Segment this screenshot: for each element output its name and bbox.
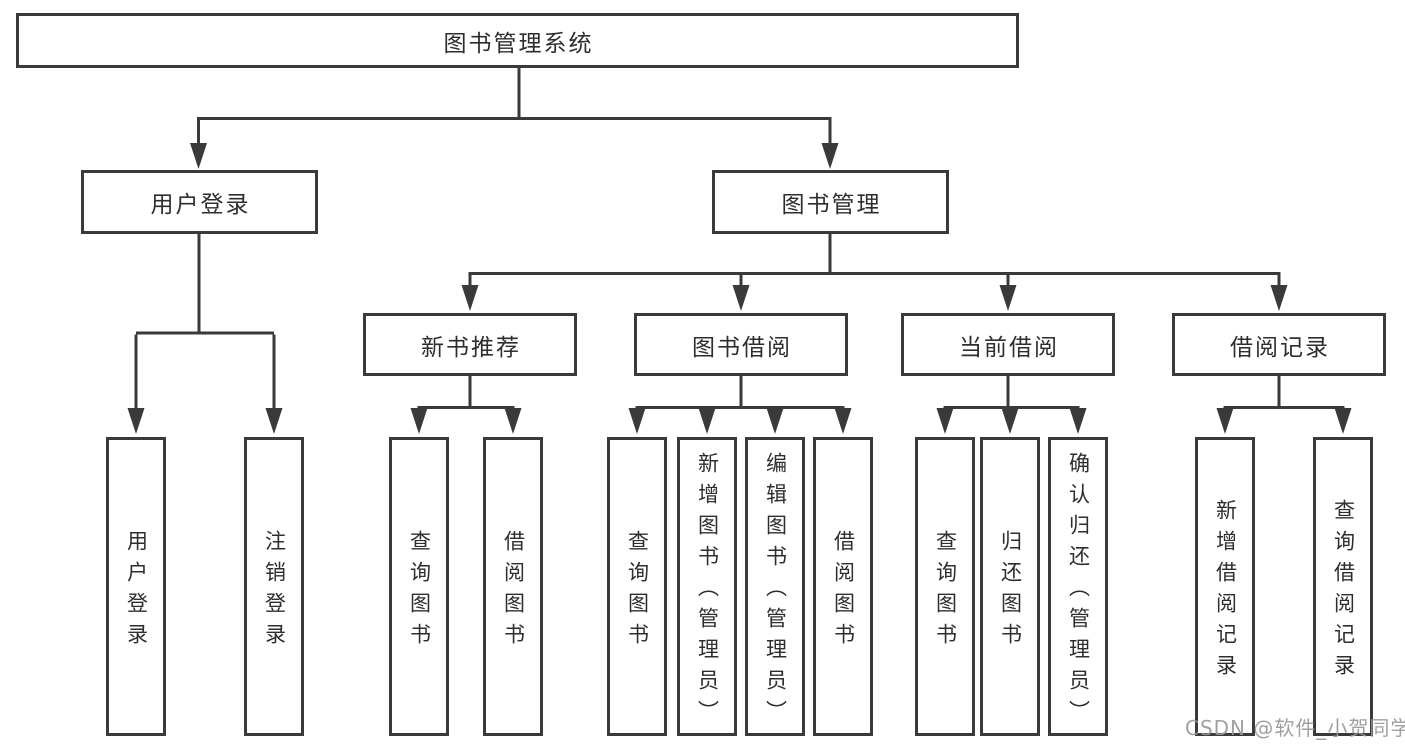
- leaf-edit-books-admin: 编辑图书（管理员）: [745, 437, 805, 736]
- node-book-borrow: 图书借阅: [634, 313, 848, 376]
- connector-current-to-leaves: [936, 376, 1087, 434]
- arrowhead: [127, 408, 145, 434]
- connector-mgmt-to-level3: [461, 234, 1288, 311]
- leaf-label: 查询图书: [625, 529, 650, 654]
- leaf-label: 新增借阅记录: [1213, 498, 1238, 685]
- leaf-recommend-query-books: 查询图书: [389, 437, 449, 736]
- arrowhead: [698, 408, 716, 434]
- arrowhead: [936, 408, 954, 434]
- node-label: 图书管理: [781, 192, 882, 218]
- connector-line: [635, 376, 845, 410]
- arrowhead: [1270, 285, 1288, 311]
- leaf-current-query-books: 查询图书: [915, 437, 975, 736]
- node-label: 借阅记录: [1230, 334, 1330, 361]
- arrowhead: [504, 408, 522, 434]
- connector-line: [1223, 376, 1345, 410]
- node-label: 图书管理系统: [443, 30, 594, 57]
- node-label: 新书推荐: [421, 334, 521, 361]
- node-library-management-system: 图书管理系统: [16, 13, 1019, 68]
- connector-line: [197, 68, 832, 145]
- leaf-borrow-books: 借阅图书: [813, 437, 873, 736]
- leaf-borrow-query-books: 查询图书: [607, 437, 667, 736]
- node-book-management: 图书管理: [712, 170, 949, 234]
- leaf-label: 新增图书（管理员）: [695, 452, 720, 731]
- leaf-confirm-return-admin: 确认归还（管理员）: [1048, 437, 1108, 736]
- arrowhead: [190, 143, 207, 169]
- connector-records-to-leaves: [1216, 376, 1352, 434]
- connector-login-to-leaves: [127, 234, 283, 434]
- leaf-label: 查询图书: [407, 529, 432, 654]
- connector-line: [417, 376, 515, 410]
- connector-line: [468, 234, 1281, 287]
- arrowhead: [1069, 408, 1087, 434]
- arrowhead: [410, 408, 428, 434]
- arrowhead: [1001, 408, 1019, 434]
- leaf-query-borrow-record: 查询借阅记录: [1313, 437, 1373, 736]
- leaf-label: 查询借阅记录: [1331, 498, 1356, 685]
- node-borrow-records: 借阅记录: [1172, 313, 1386, 376]
- arrowhead: [999, 285, 1017, 311]
- leaf-add-books-admin: 新增图书（管理员）: [677, 437, 737, 736]
- arrowhead: [1334, 408, 1352, 434]
- leaf-label: 确认归还（管理员）: [1066, 452, 1091, 731]
- connector-root-to-level2: [190, 68, 839, 169]
- arrowhead: [628, 408, 646, 434]
- node-label: 用户登录: [150, 192, 251, 218]
- leaf-label: 借阅图书: [831, 529, 856, 654]
- node-label: 当前借阅: [959, 334, 1059, 361]
- leaf-label: 用户登录: [124, 529, 149, 654]
- arrowhead: [834, 408, 852, 434]
- leaf-label: 归还图书: [998, 529, 1023, 654]
- leaf-label: 查询图书: [933, 529, 958, 654]
- arrowhead: [265, 408, 283, 434]
- connector-line: [943, 376, 1080, 410]
- leaf-label: 注销登录: [262, 529, 287, 654]
- node-current-borrow: 当前借阅: [901, 313, 1115, 376]
- csdn-watermark: CSDN @软件_小贺同学: [1185, 716, 1405, 740]
- arrowhead: [461, 285, 479, 311]
- arrowhead: [732, 285, 750, 311]
- leaf-return-books: 归还图书: [980, 437, 1040, 736]
- connector-recommend-to-leaves: [410, 376, 522, 434]
- leaf-label: 借阅图书: [501, 529, 526, 654]
- leaf-add-borrow-record: 新增借阅记录: [1195, 437, 1255, 736]
- node-user-login: 用户登录: [81, 170, 318, 234]
- leaf-label: 编辑图书（管理员）: [763, 452, 788, 731]
- node-new-book-recommend: 新书推荐: [363, 313, 577, 376]
- arrowhead: [1216, 408, 1234, 434]
- leaf-logout: 注销登录: [244, 437, 304, 736]
- arrowhead: [766, 408, 784, 434]
- node-label: 图书借阅: [692, 334, 792, 361]
- leaf-recommend-borrow-books: 借阅图书: [483, 437, 543, 736]
- leaf-user-login: 用户登录: [106, 437, 166, 736]
- connector-borrow-to-leaves: [628, 376, 852, 434]
- arrowhead: [821, 143, 839, 169]
- connector-line: [134, 234, 276, 410]
